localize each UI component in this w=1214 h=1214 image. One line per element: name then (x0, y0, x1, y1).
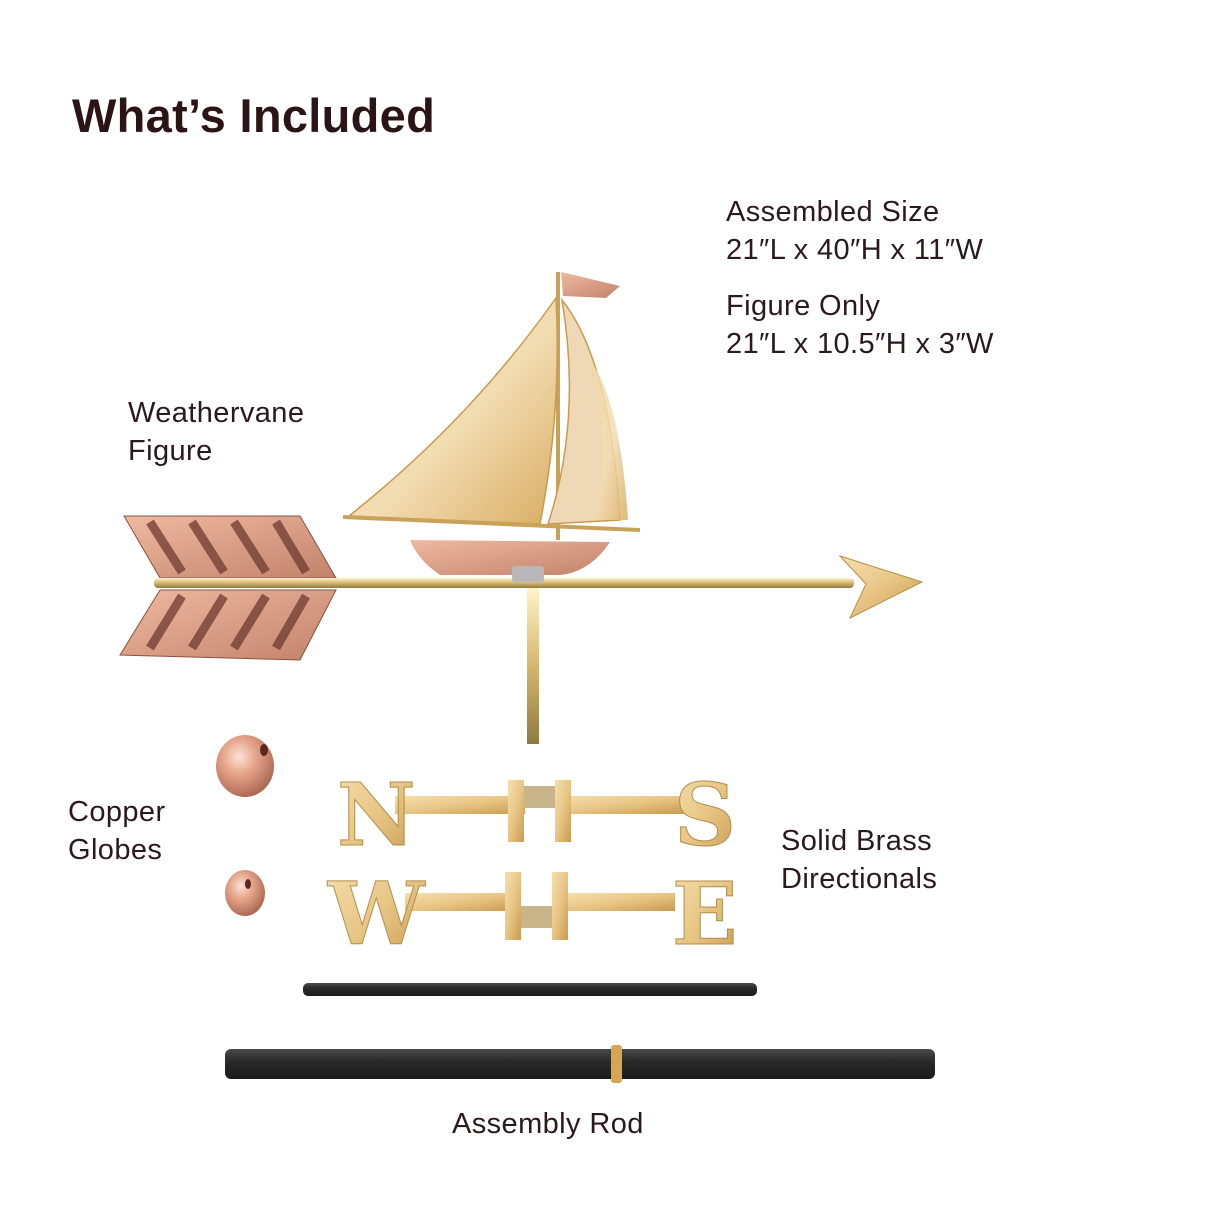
thick-rod (225, 1049, 935, 1079)
figure-only-label: Figure Only (726, 290, 881, 322)
label-line: Assembly Rod (452, 1108, 644, 1140)
label-line: Globes (68, 834, 163, 866)
thin-rod (303, 983, 757, 996)
assembly-rods (225, 983, 935, 1083)
rod-collar (611, 1045, 622, 1083)
copper-globe-large (216, 735, 274, 797)
assembled-size-value: 21″L x 40″H x 11″W (726, 234, 984, 266)
hull (410, 540, 610, 575)
label-line: Weathervane (128, 397, 305, 429)
copper-globes (216, 735, 274, 916)
arrow-shaft (154, 578, 854, 588)
assembly-rod-label: Assembly Rod (452, 1105, 644, 1143)
copper-globes-label: Copper Globes (68, 793, 166, 869)
direction-n: N (337, 765, 416, 866)
assembled-size-spec: Assembled Size 21″L x 40″H x 11″W (726, 193, 983, 269)
label-line: Solid Brass (781, 825, 933, 857)
direction-s: S (674, 765, 736, 866)
assembled-size-label: Assembled Size (726, 196, 940, 228)
label-line: Copper (68, 796, 166, 828)
label-line: Directionals (781, 863, 938, 895)
copper-globe-small (225, 870, 265, 916)
brass-directionals: N S W E (327, 765, 739, 966)
page-title: What’s Included (72, 89, 436, 142)
main-sail (346, 295, 559, 525)
vertical-post (527, 588, 539, 744)
weathervane-figure-label: Weathervane Figure (128, 394, 304, 470)
brass-directionals-label: Solid Brass Directionals (781, 822, 937, 898)
label-line: Figure (128, 435, 213, 467)
flag (561, 272, 620, 298)
figure-only-spec: Figure Only 21″L x 10.5″H x 3″W (726, 287, 994, 363)
figure-only-value: 21″L x 10.5″H x 3″W (726, 328, 994, 360)
direction-e: E (672, 864, 738, 965)
arrow-head (838, 554, 924, 620)
direction-w: W (327, 864, 426, 965)
weathervane-figure (119, 272, 924, 744)
